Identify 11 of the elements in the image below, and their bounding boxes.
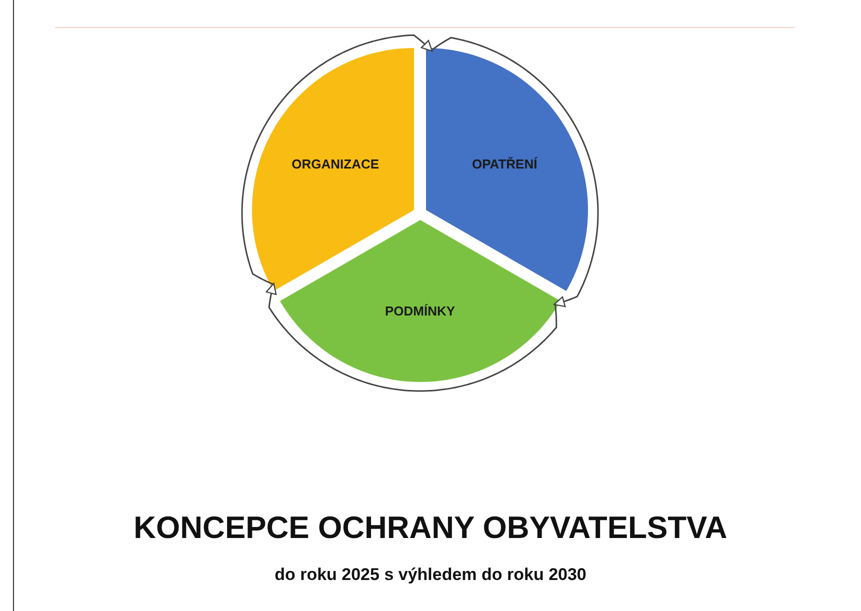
segment-label: ORGANIZACE <box>292 156 380 172</box>
cycle-arrow <box>266 282 558 392</box>
title: KONCEPCE OCHRANY OBYVATELSTVA <box>132 510 728 546</box>
cycle-arrow <box>241 34 433 286</box>
segment-wedge <box>280 220 560 382</box>
segment-wedge <box>252 48 414 290</box>
cycle-arrow <box>430 36 599 308</box>
segment-label: PODMÍNKY <box>384 303 456 318</box>
segment-wedge <box>426 48 588 290</box>
subtitle: do roku 2025 s výhledem do roku 2030 <box>274 565 588 585</box>
segment-label: OPATŘENÍ <box>472 156 538 172</box>
